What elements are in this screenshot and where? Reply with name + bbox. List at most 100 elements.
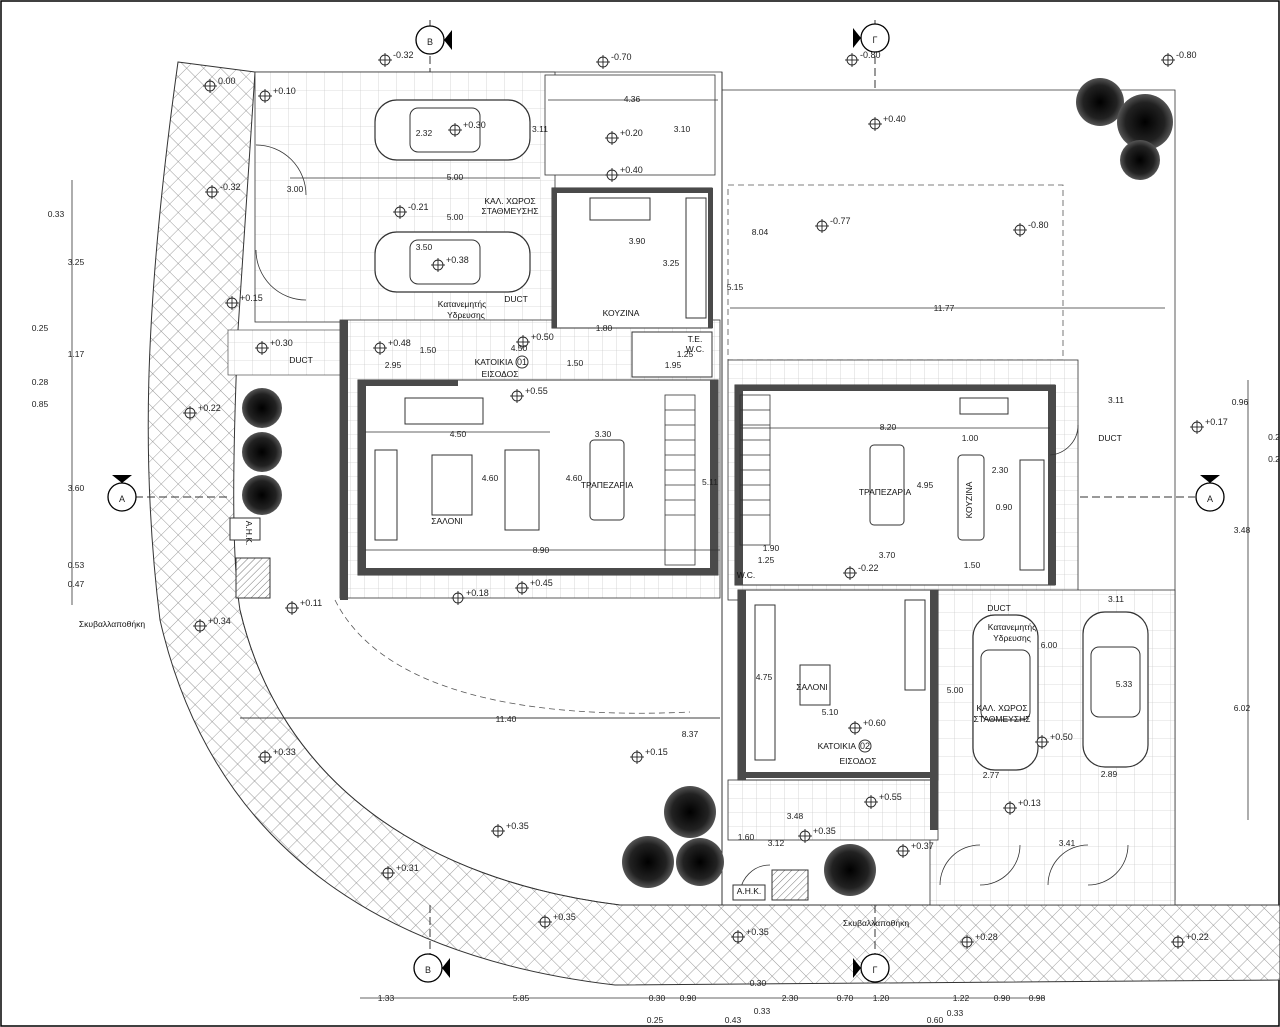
dimension-value: 6.00	[1041, 640, 1058, 650]
unit-number-badge-unit1: 01	[515, 355, 529, 369]
level-marker: +0.48	[373, 338, 411, 355]
level-value: +0.18	[466, 588, 489, 598]
level-value: +0.15	[645, 747, 668, 757]
level-marker: +0.55	[510, 386, 548, 403]
level-value: -0.22	[858, 563, 879, 573]
level-marker: 0.00	[203, 76, 236, 93]
level-marker: +0.45	[515, 578, 553, 595]
dimension-value: 3.48	[1234, 525, 1251, 535]
svg-text:B: B	[425, 965, 431, 975]
level-marker: +0.35	[538, 912, 576, 929]
dimension-value: 3.11	[1108, 395, 1124, 405]
dimension-value: 5.33	[1116, 679, 1133, 689]
level-value: -0.21	[408, 202, 429, 212]
dimension-value: 5.00	[947, 685, 964, 695]
dimension-value: 4.50	[450, 429, 467, 439]
dimension-value: 0.53	[68, 560, 85, 570]
car-icon	[972, 614, 1039, 771]
level-value: +0.17	[1205, 417, 1228, 427]
dimension-value: 0.30	[649, 993, 666, 1003]
level-value: +0.30	[463, 120, 486, 130]
dimension-value: 3.25	[68, 257, 85, 267]
level-value: +0.22	[198, 403, 221, 413]
duct-label: DUCT	[987, 603, 1011, 613]
level-marker: +0.17	[1190, 417, 1228, 434]
dimension-value: 0.25	[32, 323, 49, 333]
water-distributor-label-line2: Υδρευσης	[447, 310, 485, 320]
dimension-value: 5.85	[513, 993, 530, 1003]
level-value: +0.34	[208, 616, 231, 626]
dimension-value: 1.00	[962, 433, 979, 443]
dimension-value: 4.95	[917, 480, 934, 490]
dimension-value: 5.10	[822, 707, 839, 717]
level-marker: +0.31	[381, 863, 419, 880]
dimension-value: 3.48	[787, 811, 804, 821]
dimension-value: 3.11	[1108, 594, 1124, 604]
section-marker-a-left: A	[107, 475, 230, 512]
dimension-value: 1.60	[738, 832, 755, 842]
living-unit1	[340, 320, 719, 600]
level-marker: +0.22	[1171, 932, 1209, 949]
level-marker: +0.35	[731, 927, 769, 944]
level-value: +0.40	[620, 165, 643, 175]
dimension-value: 1.22	[953, 993, 970, 1003]
svg-text:02: 02	[860, 741, 870, 751]
level-value: +0.55	[525, 386, 548, 396]
dimension-value: 11.77	[934, 303, 955, 313]
dimension-value: 2.30	[992, 465, 1009, 475]
dimension-value: 3.11	[532, 124, 548, 134]
dimension-value: 3.25	[663, 258, 680, 268]
dimension-value: 0.33	[754, 1006, 771, 1016]
dimension-value: 1.50	[964, 560, 981, 570]
dimension-value: 1.33	[378, 993, 395, 1003]
parking-label-unit2-line2: ΣΤΑΘΜΕΥΣΗΣ	[974, 714, 1031, 724]
svg-text:B: B	[427, 37, 433, 47]
unit-label-unit1: ΚΑΤΟΙΚΙΑ	[475, 357, 514, 367]
te-label: T.E.	[688, 334, 703, 344]
level-marker: +0.13	[1003, 798, 1041, 815]
level-value: -0.80	[1176, 50, 1197, 60]
dimension-value: 1.25	[758, 555, 775, 565]
level-value: +0.10	[273, 86, 296, 96]
level-value: +0.55	[879, 792, 902, 802]
door-swing-icon	[255, 144, 1129, 896]
parking-label-unit2: ΚΑΛ. ΧΩΡΟΣ	[976, 703, 1027, 713]
level-marker: +0.34	[193, 616, 231, 633]
level-value: +0.20	[620, 128, 643, 138]
level-marker: +0.20	[605, 128, 643, 145]
dimension-value: 2.95	[385, 360, 402, 370]
dimension-value: 3.10	[674, 124, 691, 134]
dimension-value: 2.32	[416, 128, 433, 138]
dimension-value: 0.85	[32, 399, 49, 409]
duct-label: DUCT	[1098, 433, 1122, 443]
bin-store-label-unit2: Σκυβαλλαποθήκη	[843, 918, 909, 928]
dimension-value: 1.50	[567, 358, 584, 368]
section-marker-b-bottom: B	[413, 905, 450, 983]
level-marker: +0.50	[1035, 732, 1073, 749]
level-value: +0.33	[273, 747, 296, 757]
level-marker: -0.70	[596, 52, 632, 69]
level-marker: +0.50	[516, 332, 554, 349]
dimension-value: 5.00	[447, 172, 464, 182]
ahk-box-unit2	[732, 884, 766, 901]
car-icon	[1082, 611, 1149, 768]
dimension-value: 2.77	[983, 770, 1000, 780]
living-label-unit2: ΣΑΛΟΝΙ	[796, 682, 828, 692]
svg-text:A: A	[1207, 494, 1213, 504]
shrub-icon	[242, 78, 1173, 896]
dimension-value: 1.20	[873, 993, 890, 1003]
section-marker-g-top: Γ	[853, 20, 890, 90]
level-value: +0.40	[883, 114, 906, 124]
dimension-value: 0.90	[996, 502, 1013, 512]
dimension-value: 3.12	[768, 838, 785, 848]
dimension-value: 3.30	[595, 429, 612, 439]
dimension-value: 3.50	[416, 242, 433, 252]
level-marker: +0.30	[255, 338, 293, 355]
level-value: +0.13	[1018, 798, 1041, 808]
dimension-value: 1.80	[596, 323, 613, 333]
level-value: +0.35	[506, 821, 529, 831]
dimension-value: 1.50	[420, 345, 437, 355]
level-marker: -0.32	[205, 182, 241, 199]
